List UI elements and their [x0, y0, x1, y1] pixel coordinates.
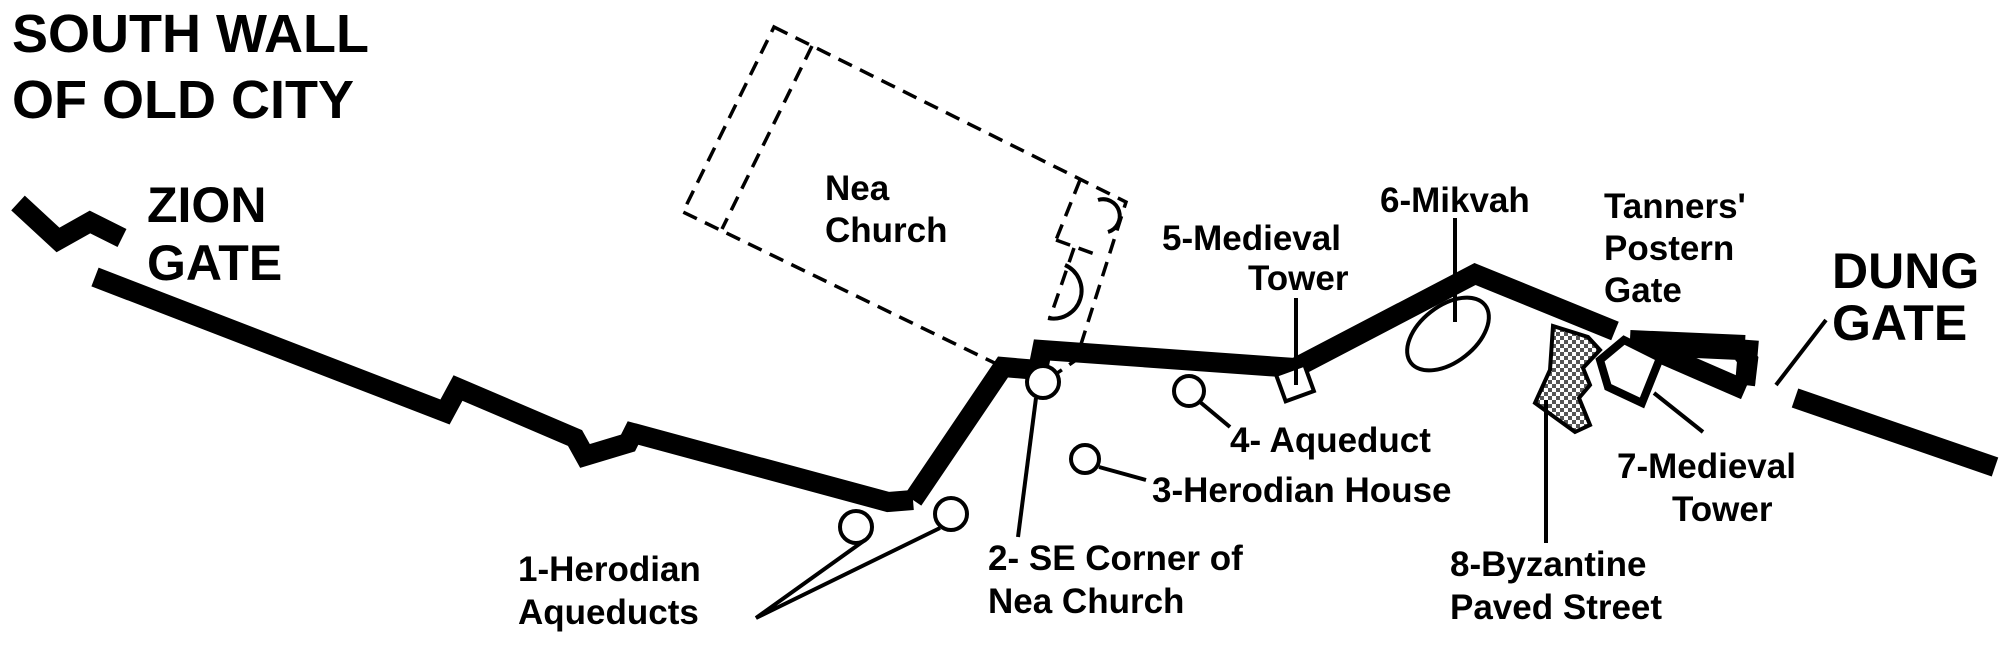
dung-gate-wall — [1791, 388, 1999, 477]
nea-church-apse — [1047, 197, 1122, 321]
site-8-label-line-2: Paved Street — [1450, 588, 1662, 627]
tanners-gate-label-line-3: Gate — [1604, 271, 1682, 310]
site-1-marker-a — [838, 509, 874, 545]
site-2-leader — [1016, 397, 1038, 538]
site-6-mikvah-marker — [1405, 295, 1491, 373]
nea-church-outline — [680, 24, 1129, 388]
site-8-paved-street — [1532, 323, 1603, 435]
site-3-marker — [1069, 443, 1101, 475]
south-wall-east-rise — [1290, 262, 1619, 377]
zion-gate-label-line-1: ZION — [147, 177, 266, 233]
site-2-marker — [1025, 364, 1061, 400]
zion-gate-label-line-2: GATE — [147, 235, 282, 291]
site-2-label-line-1: 2- SE Corner of — [988, 539, 1243, 578]
site-8-label-line-1: 8-Byzantine — [1450, 545, 1646, 584]
site-7-leader — [1652, 391, 1705, 434]
site-2-label-line-2: Nea Church — [988, 582, 1184, 621]
site-5-label-line-2: Tower — [1248, 259, 1349, 298]
site-1-label-line-1: 1-Herodian — [518, 550, 701, 589]
site-1-label-line-2: Aqueducts — [518, 593, 699, 632]
south-wall-west-section — [91, 267, 914, 513]
site-1-leader — [754, 526, 941, 620]
dung-gate-leader — [1774, 318, 1828, 387]
map-title-line-2: OF OLD CITY — [12, 70, 354, 130]
site-1-marker-b — [933, 496, 969, 532]
site-5-label-line-1: 5-Medieval — [1162, 219, 1341, 258]
site-7-label-line-1: 7-Medieval — [1617, 447, 1796, 486]
site-6-label: 6-Mikvah — [1380, 181, 1530, 220]
site-4-label: 4- Aqueduct — [1230, 421, 1431, 460]
dung-gate-label-line-1: DUNG — [1832, 243, 1979, 299]
tanners-gate-label-line-2: Postern — [1604, 229, 1734, 268]
nea-church-label-line-2: Church — [825, 211, 948, 250]
site-3-leader — [1098, 465, 1147, 482]
dung-gate-label-line-2: GATE — [1832, 295, 1967, 351]
site-7-tower-marker — [1595, 335, 1666, 409]
map-title-line-1: SOUTH WALL — [12, 4, 369, 64]
site-4-marker — [1172, 374, 1206, 408]
site-3-label: 3-Herodian House — [1152, 471, 1452, 510]
nea-church-label-line-1: Nea — [825, 169, 890, 208]
zion-gate-wall — [11, 195, 127, 253]
tanners-gate-label-line-1: Tanners' — [1604, 187, 1746, 226]
site-7-label-line-2: Tower — [1672, 490, 1773, 529]
site-4-leader — [1198, 400, 1232, 429]
